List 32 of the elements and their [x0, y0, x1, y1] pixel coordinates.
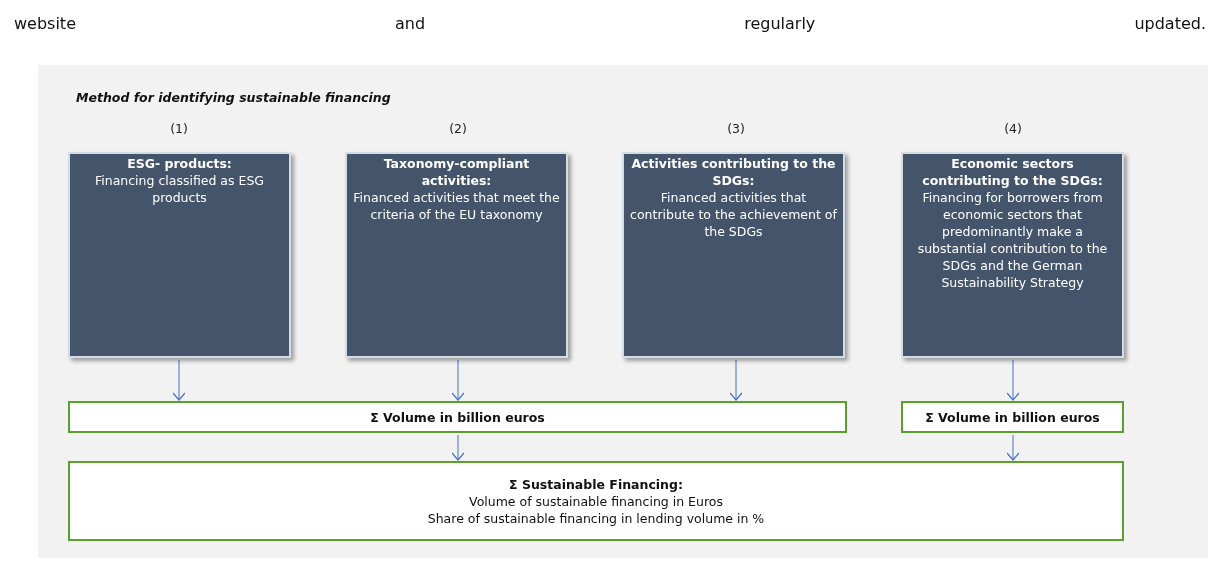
box-heading: Σ Volume in billion euros	[925, 408, 1100, 426]
box-text: Financing classified as ESG products	[93, 172, 266, 206]
category-box	[622, 152, 845, 358]
arrow	[1006, 434, 1020, 461]
arrow	[451, 359, 465, 401]
box-heading: Activities contributing to the SDGs:	[630, 155, 837, 189]
arrow	[1006, 359, 1020, 401]
column-number: (1)	[169, 121, 189, 136]
box-text: Share of sustainable financing in lending volume in %	[427, 509, 765, 527]
column-number: (3)	[726, 121, 746, 136]
category-box	[68, 152, 291, 358]
diagram-title: Method for identifying sustainable financing	[76, 90, 391, 105]
box-heading: Economic sectors contributing to the SDGs:	[921, 155, 1104, 189]
sum-box	[68, 401, 847, 433]
column-number: (2)	[448, 121, 468, 136]
arrow	[451, 434, 465, 461]
box-heading: ESG- products:	[127, 155, 232, 172]
box-text: Volume of sustainable financing in Euros	[469, 492, 723, 510]
sum-box	[901, 401, 1124, 433]
column-number: (4)	[1003, 121, 1023, 136]
result-box	[68, 461, 1124, 541]
box-text: Financing for borrowers from economic sectors that predominantly make a substantial contribution to the SDGs and the German Sustainability Strategy	[916, 189, 1109, 291]
category-box	[901, 152, 1124, 358]
category-box	[345, 152, 568, 358]
box-text: Financed activities that contribute to the achievement of the SDGs	[629, 189, 838, 240]
box-heading: Σ Volume in billion euros	[370, 408, 545, 426]
box-heading: Taxonomy-compliant activities:	[382, 155, 531, 189]
text-fragment: website and regularly updated.	[14, 14, 1206, 33]
arrow	[729, 359, 743, 401]
box-heading: Σ Sustainable Financing:	[509, 475, 683, 493]
box-text: Financed activities that meet the criteria of the EU taxonomy	[352, 189, 561, 223]
arrow	[172, 359, 186, 401]
